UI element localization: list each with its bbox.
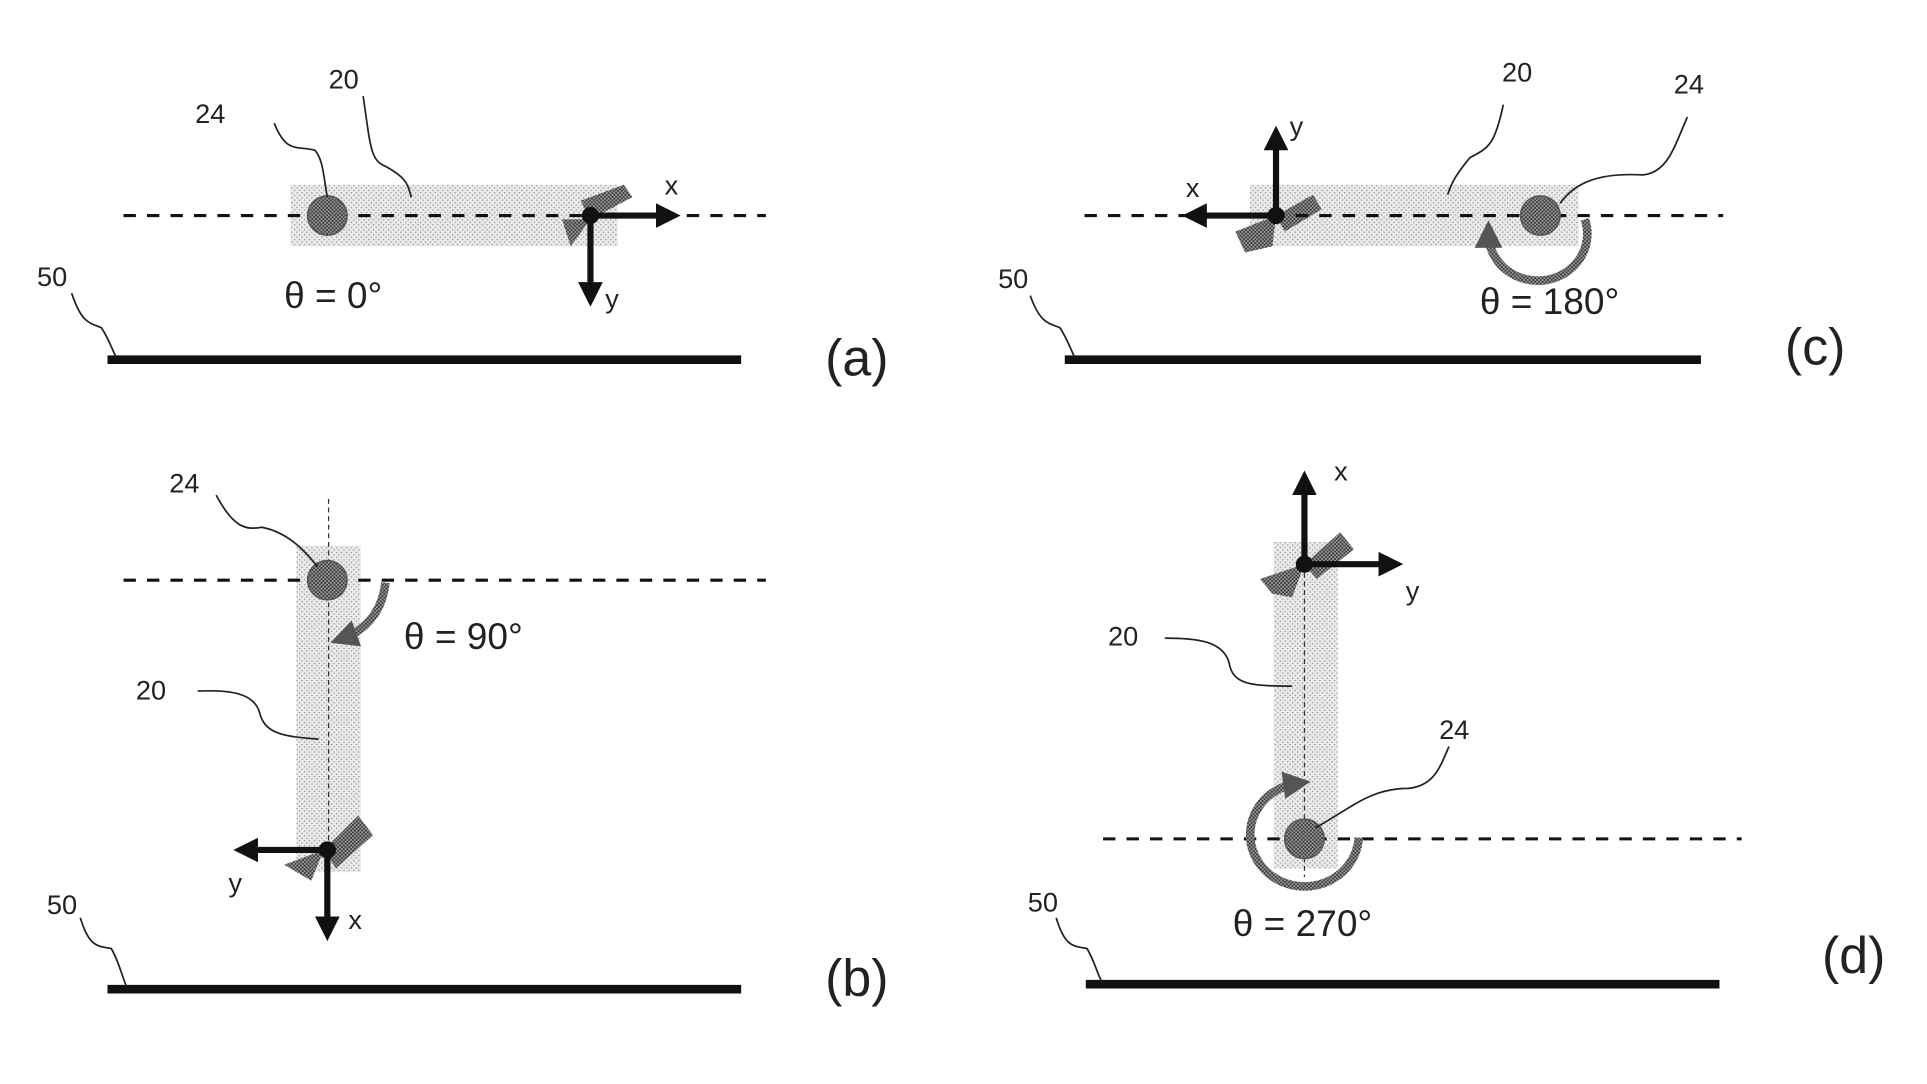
y-axis-label: y <box>605 283 619 314</box>
x-axis-label: x <box>1334 455 1348 486</box>
ref-label-20: 20 <box>1108 621 1138 652</box>
frame-origin <box>1295 555 1314 573</box>
frame-origin <box>318 841 336 859</box>
rotation-arrow <box>1474 217 1592 285</box>
leader-24 <box>1315 746 1450 829</box>
ref-label-24: 24 <box>169 468 199 499</box>
end-marker <box>323 815 374 869</box>
leader-20 <box>362 95 413 198</box>
pivot-24 <box>306 559 348 601</box>
leader-50 <box>1029 295 1076 358</box>
x-axis-label: x <box>1186 172 1200 203</box>
rotation-arrow <box>330 582 390 647</box>
panel-label: (c) <box>1785 318 1845 376</box>
rotation-arrow <box>1245 771 1364 891</box>
y-axis-label: y <box>1406 575 1420 606</box>
ref-label-50: 50 <box>998 263 1028 294</box>
pivot-24 <box>1283 818 1325 860</box>
end-marker <box>1235 215 1277 253</box>
ref-label-50: 50 <box>1028 887 1058 918</box>
ref-label-20: 20 <box>329 64 359 95</box>
ref-label-24: 24 <box>1674 69 1704 100</box>
leader-20 <box>1446 104 1505 195</box>
ref-label-50: 50 <box>47 889 77 920</box>
angle-label: θ = 0° <box>284 275 382 316</box>
y-axis-label: y <box>229 867 243 898</box>
panel-c: x y 20 24 θ = 180° 50 (c) <box>998 56 1845 375</box>
panel-label: (a) <box>825 329 888 387</box>
ref-label-20: 20 <box>1502 56 1532 87</box>
ref-label-24: 24 <box>1439 714 1469 745</box>
end-marker <box>1259 564 1305 598</box>
frame-origin <box>1267 206 1285 225</box>
leader-24 <box>273 122 329 198</box>
leader-50 <box>70 292 117 358</box>
leader-20 <box>1164 637 1293 687</box>
x-axis-label: x <box>348 904 362 935</box>
panel-a: x y 24 20 θ = 0° 50 (a) <box>37 64 888 387</box>
end-marker <box>1276 194 1322 232</box>
x-axis-label: x <box>665 170 679 201</box>
frame-origin <box>581 206 600 225</box>
body-20 <box>1273 542 1338 869</box>
ref-label-20: 20 <box>136 675 166 706</box>
panel-label: (d) <box>1822 926 1885 984</box>
leader-50 <box>1055 917 1103 983</box>
end-marker <box>284 849 324 881</box>
angle-label: θ = 270° <box>1233 903 1372 944</box>
pivot-24 <box>306 195 348 237</box>
panel-d: x y 20 24 θ = 270° 50 (d) <box>1028 455 1885 989</box>
y-axis-label: y <box>1290 111 1304 142</box>
pivot-24 <box>1519 195 1561 237</box>
leader-24 <box>215 494 319 568</box>
panel-label: (b) <box>825 948 888 1006</box>
angle-label: θ = 90° <box>404 616 523 657</box>
ref-label-50: 50 <box>37 261 67 292</box>
angle-label: θ = 180° <box>1480 281 1619 322</box>
ref-label-24: 24 <box>195 98 225 129</box>
end-marker <box>562 219 591 247</box>
leader-20 <box>197 689 319 740</box>
leader-24 <box>1559 116 1689 204</box>
panel-b: y x 24 20 θ = 90° 50 (b) <box>47 468 889 1007</box>
leader-50 <box>79 917 127 986</box>
